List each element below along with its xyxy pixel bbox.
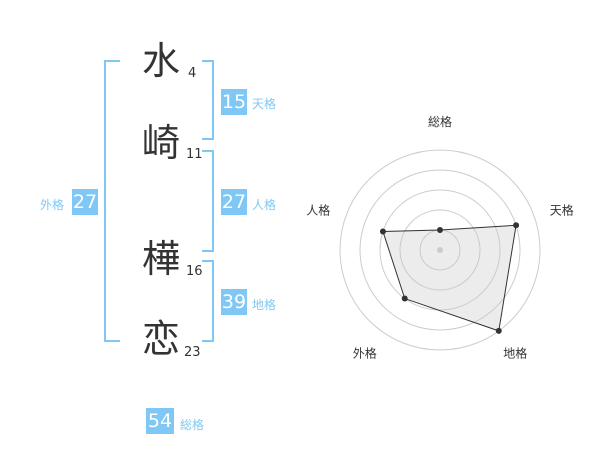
name-char-1: 水 [142, 39, 181, 83]
gaikaku-label: 外格 [40, 198, 65, 212]
gaikaku-value: 27 [72, 189, 98, 215]
radar-point-3 [495, 327, 502, 334]
radar-series-polygon [382, 224, 517, 332]
jinkaku-value: 27 [221, 189, 247, 215]
chikaku-label: 地格 [252, 298, 277, 312]
tenkaku-label: 天格 [252, 97, 277, 111]
radar-center [437, 247, 443, 253]
radar-grid-ring [379, 189, 501, 311]
radar-axis-label-4: 外格 [353, 346, 377, 361]
chikaku-bracket [202, 260, 214, 342]
radar-axis-label-3: 地格 [503, 346, 527, 361]
stroke-count-4: 23 [184, 345, 201, 360]
stroke-count-3: 16 [186, 264, 203, 279]
jinkaku-bracket [202, 150, 214, 252]
soukaku-value: 54 [146, 408, 174, 434]
radar-axis-label-1: 総格 [428, 114, 452, 129]
radar-point-4 [401, 295, 408, 302]
radar-grid-ring [399, 209, 481, 291]
name-char-4: 恋 [142, 317, 181, 361]
radar-grid-ring [339, 149, 541, 351]
tenkaku-bracket [202, 60, 214, 140]
chikaku-value: 39 [221, 289, 247, 315]
gaikaku-bracket [104, 60, 120, 342]
tenkaku-value: 15 [221, 89, 247, 115]
radar-axis-label-2: 天格 [550, 202, 574, 217]
name-char-3: 樺 [142, 237, 181, 281]
stroke-count-1: 4 [188, 66, 197, 81]
stroke-count-2: 11 [186, 147, 203, 162]
radar-point-1 [437, 227, 443, 233]
radar-point-2 [513, 222, 520, 229]
jinkaku-label: 人格 [252, 198, 277, 212]
name-char-2: 崎 [142, 121, 181, 165]
radar-point-5 [379, 228, 386, 235]
soukaku-label: 総格 [180, 418, 205, 432]
radar-axis-label-5: 人格 [306, 202, 330, 217]
radar-grid-ring [359, 169, 521, 331]
